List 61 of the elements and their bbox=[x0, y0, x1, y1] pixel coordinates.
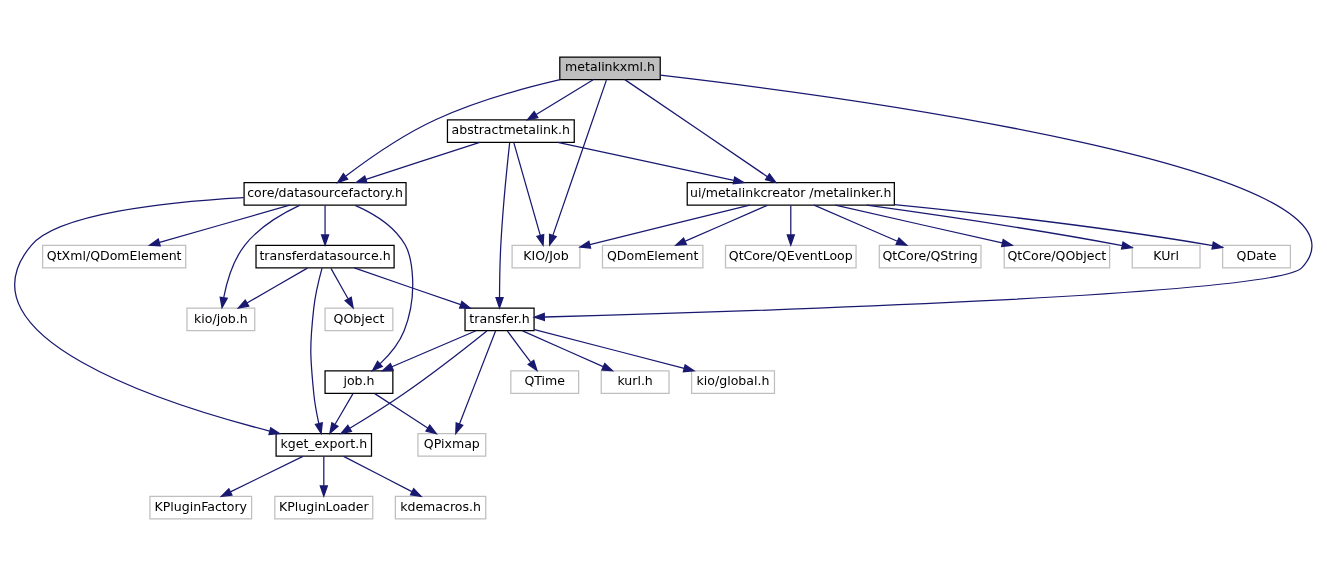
arrow bbox=[219, 455, 304, 497]
arrow bbox=[336, 78, 561, 184]
arrow bbox=[374, 392, 438, 435]
node-box: transferdatasource.h bbox=[255, 244, 395, 269]
node-box: KPluginLoader bbox=[274, 495, 374, 520]
arrow bbox=[506, 330, 539, 372]
arrow bbox=[455, 329, 497, 435]
arrow bbox=[786, 204, 796, 247]
arrow bbox=[380, 329, 477, 372]
arrow bbox=[339, 329, 488, 434]
node-box: kdemacros.h bbox=[394, 495, 487, 520]
arrow bbox=[354, 141, 481, 183]
arrow bbox=[578, 204, 751, 249]
arrow bbox=[674, 204, 768, 246]
arrow bbox=[310, 267, 323, 435]
node-box: KUrl bbox=[1131, 244, 1201, 269]
arrow bbox=[343, 455, 423, 497]
node-box: kget_export.h bbox=[275, 432, 373, 457]
arrow bbox=[147, 204, 291, 247]
node-box: kio/job.h bbox=[186, 306, 256, 331]
node-box: QTime bbox=[510, 369, 580, 394]
arrow bbox=[495, 141, 511, 310]
arrow bbox=[893, 203, 1225, 250]
arrow bbox=[521, 329, 615, 372]
arrow bbox=[533, 328, 696, 372]
arrow bbox=[513, 141, 545, 247]
node-box: metalinkxml.h bbox=[559, 55, 661, 80]
arrow bbox=[813, 204, 909, 246]
arrow bbox=[330, 267, 355, 309]
node-box: QtCore/QString bbox=[878, 244, 982, 269]
node-box: QObject bbox=[324, 306, 394, 331]
node-box: abstractmetalink.h bbox=[446, 118, 575, 143]
node-box: kurl.h bbox=[600, 369, 670, 394]
arrow bbox=[557, 141, 746, 185]
node-box: QtCore/QObject bbox=[1003, 244, 1111, 269]
arrow bbox=[354, 204, 414, 372]
node-box: QtXml/QDomElement bbox=[42, 244, 187, 269]
arrow bbox=[219, 204, 301, 310]
arrow bbox=[328, 392, 354, 435]
node-box: KPluginFactory bbox=[149, 495, 253, 520]
node-box: QDate bbox=[1221, 244, 1292, 269]
arrow bbox=[525, 78, 594, 121]
node-box: QPixmap bbox=[417, 432, 487, 457]
arrow bbox=[548, 78, 608, 247]
node-box: job.h bbox=[324, 369, 394, 394]
arrow bbox=[236, 266, 308, 309]
arrow bbox=[353, 266, 473, 309]
arrow bbox=[320, 204, 330, 247]
arrow bbox=[319, 455, 329, 498]
node-box: QDomElement bbox=[601, 244, 704, 269]
node-box: KIO/Job bbox=[511, 244, 581, 269]
arrow bbox=[866, 204, 1134, 250]
node-box: kio/global.h bbox=[691, 369, 776, 394]
arrow bbox=[834, 204, 1015, 247]
arrow bbox=[14, 196, 282, 435]
node-box: transfer.h bbox=[464, 306, 535, 331]
arrow bbox=[624, 78, 778, 183]
node-box: core/datasourcefactory.h bbox=[243, 181, 407, 206]
node-box: ui/metalinkcreator /metalinker.h bbox=[686, 181, 895, 206]
node-box: QtCore/QEventLoop bbox=[724, 244, 857, 269]
arrow bbox=[532, 74, 1313, 321]
